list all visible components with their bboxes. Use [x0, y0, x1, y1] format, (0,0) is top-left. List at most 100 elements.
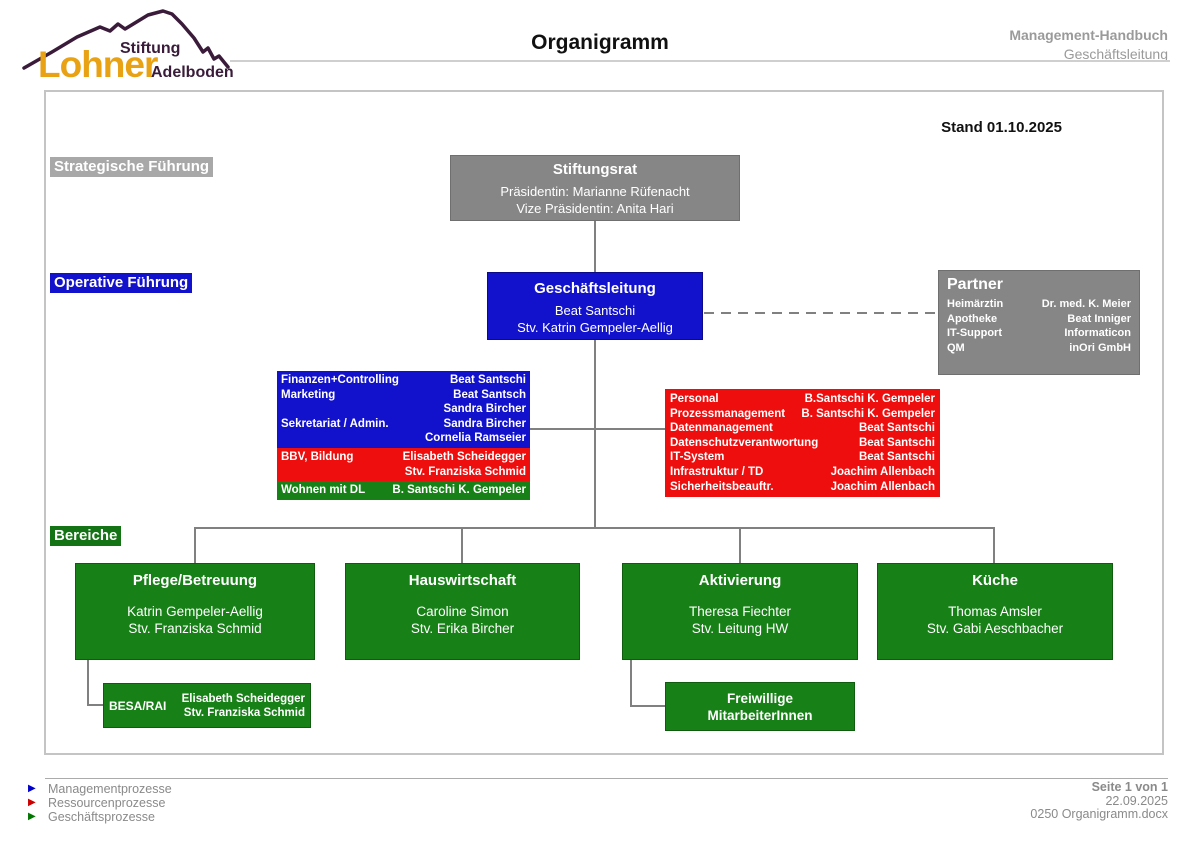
connector-drop-hauswirtschaft: [461, 529, 463, 563]
box-freiwillige-mitarbeiterinnen: Freiwillige MitarbeiterInnen: [665, 682, 855, 731]
freiwillige-line: MitarbeiterInnen: [707, 708, 813, 723]
staff-row: Marketing Beat Santsch: [281, 388, 526, 403]
legend-label: Ressourcenprozesse: [48, 795, 166, 810]
staff-row: Datenschutzverantwortung Beat Santschi: [670, 436, 935, 451]
connector-trunk-staff-left: [530, 428, 595, 430]
connector-drop-aktivierung: [739, 529, 741, 563]
connector-gl-trunk: [594, 340, 596, 528]
staff-row-label: Prozessmanagement: [670, 407, 786, 420]
freiwillige-line: Freiwillige: [726, 691, 794, 706]
staff-row-label: Infrastruktur / TD: [670, 465, 764, 478]
staff-row-value: Beat Santschi: [858, 422, 935, 435]
process-legend: ▶ Managementprozesse ▶ Ressourcenprozess…: [28, 782, 172, 824]
box-bereich-hauswirtschaft: Hauswirtschaft Caroline Simon Stv. Erika…: [345, 563, 580, 660]
staff-row-value: Elisabeth Scheidegger: [402, 450, 526, 463]
blue-arrow-icon: ▶: [28, 782, 36, 794]
legend-label: Geschäftsprozesse: [48, 809, 155, 824]
partner-row-label: QM: [947, 341, 965, 354]
partner-row: IT-Support Informaticon: [947, 326, 1131, 341]
box-bereich-pflege-betreuung: Pflege/Betreuung Katrin Gempeler-Aellig …: [75, 563, 315, 660]
page-number: Seite 1 von 1: [1091, 780, 1168, 794]
staff-row-label: BBV, Bildung: [281, 450, 354, 463]
partner-row-value: Beat Inniger: [1067, 312, 1131, 325]
staff-row: Sekretariat / Admin. Sandra Bircher: [281, 417, 526, 432]
besa-rai-names: Elisabeth Scheidegger Stv. Franziska Sch…: [182, 692, 305, 720]
staff-row-label: Datenmanagement: [670, 422, 773, 435]
stiftungsrat-title: Stiftungsrat: [552, 161, 638, 178]
box-bereich-aktivierung: Aktivierung Theresa Fiechter Stv. Leitun…: [622, 563, 858, 660]
staff-row: Sandra Bircher: [281, 402, 526, 417]
footer-doc-meta: Seite 1 von 1 22.09.2025 0250 Organigram…: [1030, 780, 1168, 822]
partner-row-label: IT-Support: [947, 327, 1002, 339]
besa-rai-line: Elisabeth Scheidegger: [181, 692, 305, 705]
staff-row-value: Beat Santschi: [858, 436, 935, 449]
bereich-line: Theresa Fiechter: [688, 604, 792, 619]
green-arrow-icon: ▶: [28, 810, 36, 822]
legend-item-managementprozesse: ▶ Managementprozesse: [28, 782, 172, 796]
stiftung-lohner-logo: Stiftung Lohner Adelboden: [20, 4, 250, 90]
connector-distribution-line: [194, 527, 995, 529]
partner-row-value: Informaticon: [1064, 327, 1131, 339]
staff-row-value: Stv. Franziska Schmid: [404, 465, 526, 478]
staff-row-value: Sandra Bircher: [443, 403, 526, 416]
footer-filename: 0250 Organigramm.docx: [1030, 807, 1168, 821]
box-bereich-kueche: Küche Thomas Amsler Stv. Gabi Aeschbache…: [877, 563, 1113, 660]
staff-row-label: Datenschutzverantwortung: [670, 436, 819, 449]
staff-left-green-section: Wohnen mit DL B. Santschi K. Gempeler: [277, 481, 530, 500]
partner-row: QM inOri GmbH: [947, 341, 1131, 356]
page-title: Organigramm: [531, 31, 669, 54]
staff-row-value: Beat Santsch: [453, 388, 526, 401]
legend-label: Managementprozesse: [48, 781, 172, 796]
connector-freiwillige-vertical: [630, 660, 632, 707]
doc-owner: Geschäftsleitung: [1063, 46, 1168, 62]
staff-left-blue-section: Finanzen+Controlling Beat Santschi Marke…: [277, 371, 530, 448]
box-staff-functions-left: Finanzen+Controlling Beat Santschi Marke…: [277, 371, 530, 500]
staff-row-value: Joachim Allenbach: [830, 465, 935, 478]
logo-text-lohner: Lohner: [38, 44, 158, 85]
gl-line: Stv. Katrin Gempeler-Aellig: [517, 319, 673, 335]
staff-row: Personal B.Santschi K. Gempeler: [670, 392, 935, 407]
stiftungsrat-line: Präsidentin: Marianne Rüfenacht: [500, 184, 690, 199]
logo-text-adelboden: Adelboden: [151, 64, 234, 81]
staff-row: Cornelia Ramseier: [281, 431, 526, 446]
legend-item-ressourcenprozesse: ▶ Ressourcenprozesse: [28, 796, 172, 810]
staff-row-label: Sekretariat / Admin.: [281, 417, 389, 430]
section-label-bereiche: Bereiche: [50, 526, 122, 546]
footer-date: 22.09.2025: [1105, 793, 1168, 808]
staff-left-red-section: BBV, Bildung Elisabeth Scheidegger Stv. …: [277, 447, 530, 482]
staff-row-label: Wohnen mit DL: [281, 484, 366, 497]
staff-row-value: B. Santschi K. Gempeler: [392, 484, 526, 497]
gl-line: Beat Santschi: [554, 303, 636, 318]
box-staff-functions-right: Personal B.Santschi K. Gempeler Prozessm…: [665, 389, 940, 498]
bereich-title: Pflege/Betreuung: [132, 572, 258, 589]
besa-rai-label: BESA/RAI: [109, 698, 167, 713]
connector-gl-partner-dashed: [704, 312, 938, 314]
staff-row-label: Sicherheitsbeauftr.: [670, 480, 774, 493]
connector-besa-horizontal: [87, 704, 105, 706]
section-label-operative-fuehrung: Operative Führung: [50, 273, 193, 293]
staff-row: BBV, Bildung Elisabeth Scheidegger: [281, 450, 526, 465]
logo-text-stiftung: Stiftung: [120, 40, 181, 57]
bereich-line: Stv. Gabi Aeschbacher: [926, 621, 1064, 636]
staff-row-value: B. Santschi K. Gempeler: [801, 407, 935, 420]
bereich-title: Aktivierung: [698, 572, 782, 589]
bereich-line: Katrin Gempeler-Aellig: [127, 604, 263, 619]
staff-row-value: Sandra Bircher: [443, 417, 526, 430]
footer-divider: [45, 778, 1168, 779]
box-geschaeftsleitung: Geschäftsleitung Beat Santschi Stv. Katr…: [487, 272, 703, 340]
section-label-strategische-fuehrung: Strategische Führung: [50, 157, 214, 177]
box-partner: Partner Heimärztin Dr. med. K. Meier Apo…: [938, 270, 1140, 375]
staff-row-label: Marketing: [281, 388, 336, 401]
connector-drop-pflege: [194, 529, 196, 563]
staff-row: Infrastruktur / TD Joachim Allenbach: [670, 465, 935, 480]
header-doc-info: Management-Handbuch Geschäftsleitung: [1009, 26, 1168, 64]
doc-type: Management-Handbuch: [1009, 27, 1168, 43]
staff-row-value: Beat Santschi: [449, 374, 526, 386]
connector-stiftungsrat-gl: [594, 221, 596, 272]
connector-drop-kueche: [993, 529, 995, 563]
connector-freiwillige-horizontal: [630, 705, 665, 707]
connector-besa-vertical: [87, 660, 89, 706]
staff-row: Sicherheitsbeauftr. Joachim Allenbach: [670, 480, 935, 495]
red-arrow-icon: ▶: [28, 796, 36, 808]
